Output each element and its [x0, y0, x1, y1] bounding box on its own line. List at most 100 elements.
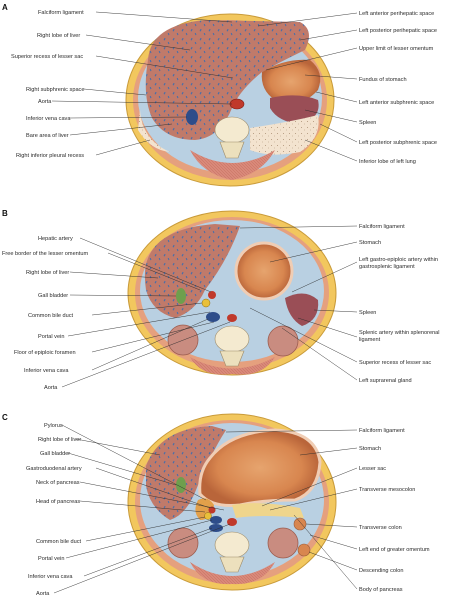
- gastroduodenal-artery: [208, 506, 216, 514]
- panel-b: B: [2, 209, 440, 391]
- left-lung: [250, 115, 319, 155]
- spleen: [285, 293, 319, 326]
- leader-lines-b: [61, 225, 358, 388]
- label: Right inferior pleural recess: [16, 153, 84, 159]
- cross-section-a: [125, 13, 335, 187]
- label-wrap: Splenic artery within splenorenal ligame…: [359, 330, 440, 343]
- panel-c: C: [2, 413, 430, 597]
- vertebra: [214, 325, 250, 367]
- labels-left-b: Hepatic artery Free border of the lesser…: [2, 236, 88, 391]
- inferior-vena-cava: [186, 109, 198, 125]
- panel-letter: C: [2, 413, 8, 422]
- label: Descending colon: [359, 568, 403, 574]
- label: Transverse colon: [359, 525, 402, 531]
- label: Inferior vena cava: [28, 574, 73, 580]
- leader-lines-c: [53, 424, 358, 594]
- descending-colon: [297, 543, 311, 557]
- label-wrap: Left gastro-epiploic artery within gastr…: [359, 257, 438, 270]
- panel-letter: B: [2, 209, 8, 218]
- cross-section-c: [127, 413, 337, 591]
- label: Hepatic artery: [38, 236, 73, 242]
- label: Left gastro-epiploic artery within gastr…: [359, 257, 438, 270]
- label: Bare area of liver: [26, 133, 69, 139]
- label: Spleen: [359, 310, 376, 316]
- label: Left posterior subphrenic space: [359, 140, 437, 146]
- left-kidney: [267, 527, 299, 559]
- label: Gall bladder: [38, 293, 68, 299]
- label: Aorta: [44, 385, 58, 391]
- liver: [146, 426, 226, 520]
- label: Left posterior perihepatic space: [359, 28, 437, 34]
- leader-lines-a: [51, 11, 358, 162]
- label: Inferior vena cava: [24, 368, 69, 374]
- label: Gall bladder: [40, 451, 70, 457]
- right-kidney: [167, 527, 199, 559]
- labels-left-a: Falciform ligament Right lobe of liver S…: [11, 10, 84, 159]
- gall-bladder: [176, 288, 186, 304]
- label: Stomach: [359, 446, 381, 452]
- vertebra: [214, 116, 250, 159]
- label: Transverse mesocolon: [359, 487, 415, 493]
- back-muscles: [190, 150, 275, 180]
- inferior-vena-cava: [209, 524, 223, 532]
- common-bile-duct: [201, 298, 211, 308]
- labels-right-c: Falciform ligament Stomach Lesser sac Tr…: [359, 428, 430, 593]
- label: Right subphrenic space: [26, 87, 84, 93]
- label: Superior recess of lesser sac: [11, 54, 83, 60]
- label: Gastroduodenal artery: [26, 466, 82, 472]
- aorta: [229, 98, 245, 110]
- label: Aorta: [36, 591, 50, 597]
- left-kidney: [267, 325, 299, 357]
- labels-right-a: Left anterior perihepatic space Left pos…: [359, 11, 437, 165]
- right-lung: [138, 110, 170, 152]
- label: Common bile duct: [28, 313, 74, 319]
- common-bile-duct: [204, 512, 212, 520]
- labels-left-c: Pylorus Right lobe of liver Gall bladder…: [26, 423, 82, 597]
- stomach: [198, 428, 322, 507]
- aorta: [227, 314, 237, 322]
- label: Common bile duct: [36, 539, 82, 545]
- label: Splenic artery within splenorenal ligame…: [359, 330, 440, 343]
- label: Pylorus: [44, 423, 63, 429]
- label: Inferior lobe of left lung: [359, 159, 416, 165]
- label: Falciform ligament: [359, 428, 405, 434]
- label: Aorta: [38, 99, 52, 105]
- label: Falciform ligament: [38, 10, 84, 16]
- label: Superior recess of lesser sac: [359, 360, 431, 366]
- hepatic-artery: [208, 291, 216, 299]
- label: Portal vein: [38, 334, 64, 340]
- panel-letter: A: [2, 3, 8, 12]
- stomach-fundus: [261, 59, 321, 104]
- labels-right-b: Falciform ligament Stomach Left gastro-e…: [359, 224, 440, 384]
- label: Free border of the lesser omentum: [2, 251, 88, 257]
- label: Fundus of stomach: [359, 77, 407, 83]
- label: Falciform ligament: [359, 224, 405, 230]
- stomach: [234, 241, 294, 301]
- portal-vein: [210, 516, 222, 524]
- label: Neck of pancreas: [36, 480, 80, 486]
- liver: [144, 224, 240, 318]
- liver: [145, 20, 309, 140]
- cross-section-b: [127, 210, 337, 376]
- label: Right lobe of liver: [38, 437, 81, 443]
- label: Lesser sac: [359, 466, 386, 472]
- inferior-vena-cava: [206, 312, 220, 322]
- label: Portal vein: [38, 556, 64, 562]
- label: Inferior vena cava: [26, 116, 71, 122]
- label: Body of pancreas: [359, 587, 403, 593]
- pancreas: [232, 503, 304, 518]
- label: Right lobe of liver: [37, 33, 80, 39]
- gall-bladder: [176, 477, 186, 493]
- back-muscles: [190, 562, 275, 585]
- spleen: [270, 95, 319, 124]
- back-muscles: [190, 357, 275, 375]
- panel-a: A: [2, 3, 437, 187]
- vertebra: [214, 531, 250, 573]
- label: Upper limit of lesser omentum: [359, 46, 434, 52]
- label: Right lobe of liver: [26, 270, 69, 276]
- label: Left end of greater omentum: [359, 547, 430, 553]
- label: Spleen: [359, 120, 376, 126]
- label: Head of pancreas: [36, 499, 80, 505]
- label: Floor of epiploic foramen: [14, 350, 76, 356]
